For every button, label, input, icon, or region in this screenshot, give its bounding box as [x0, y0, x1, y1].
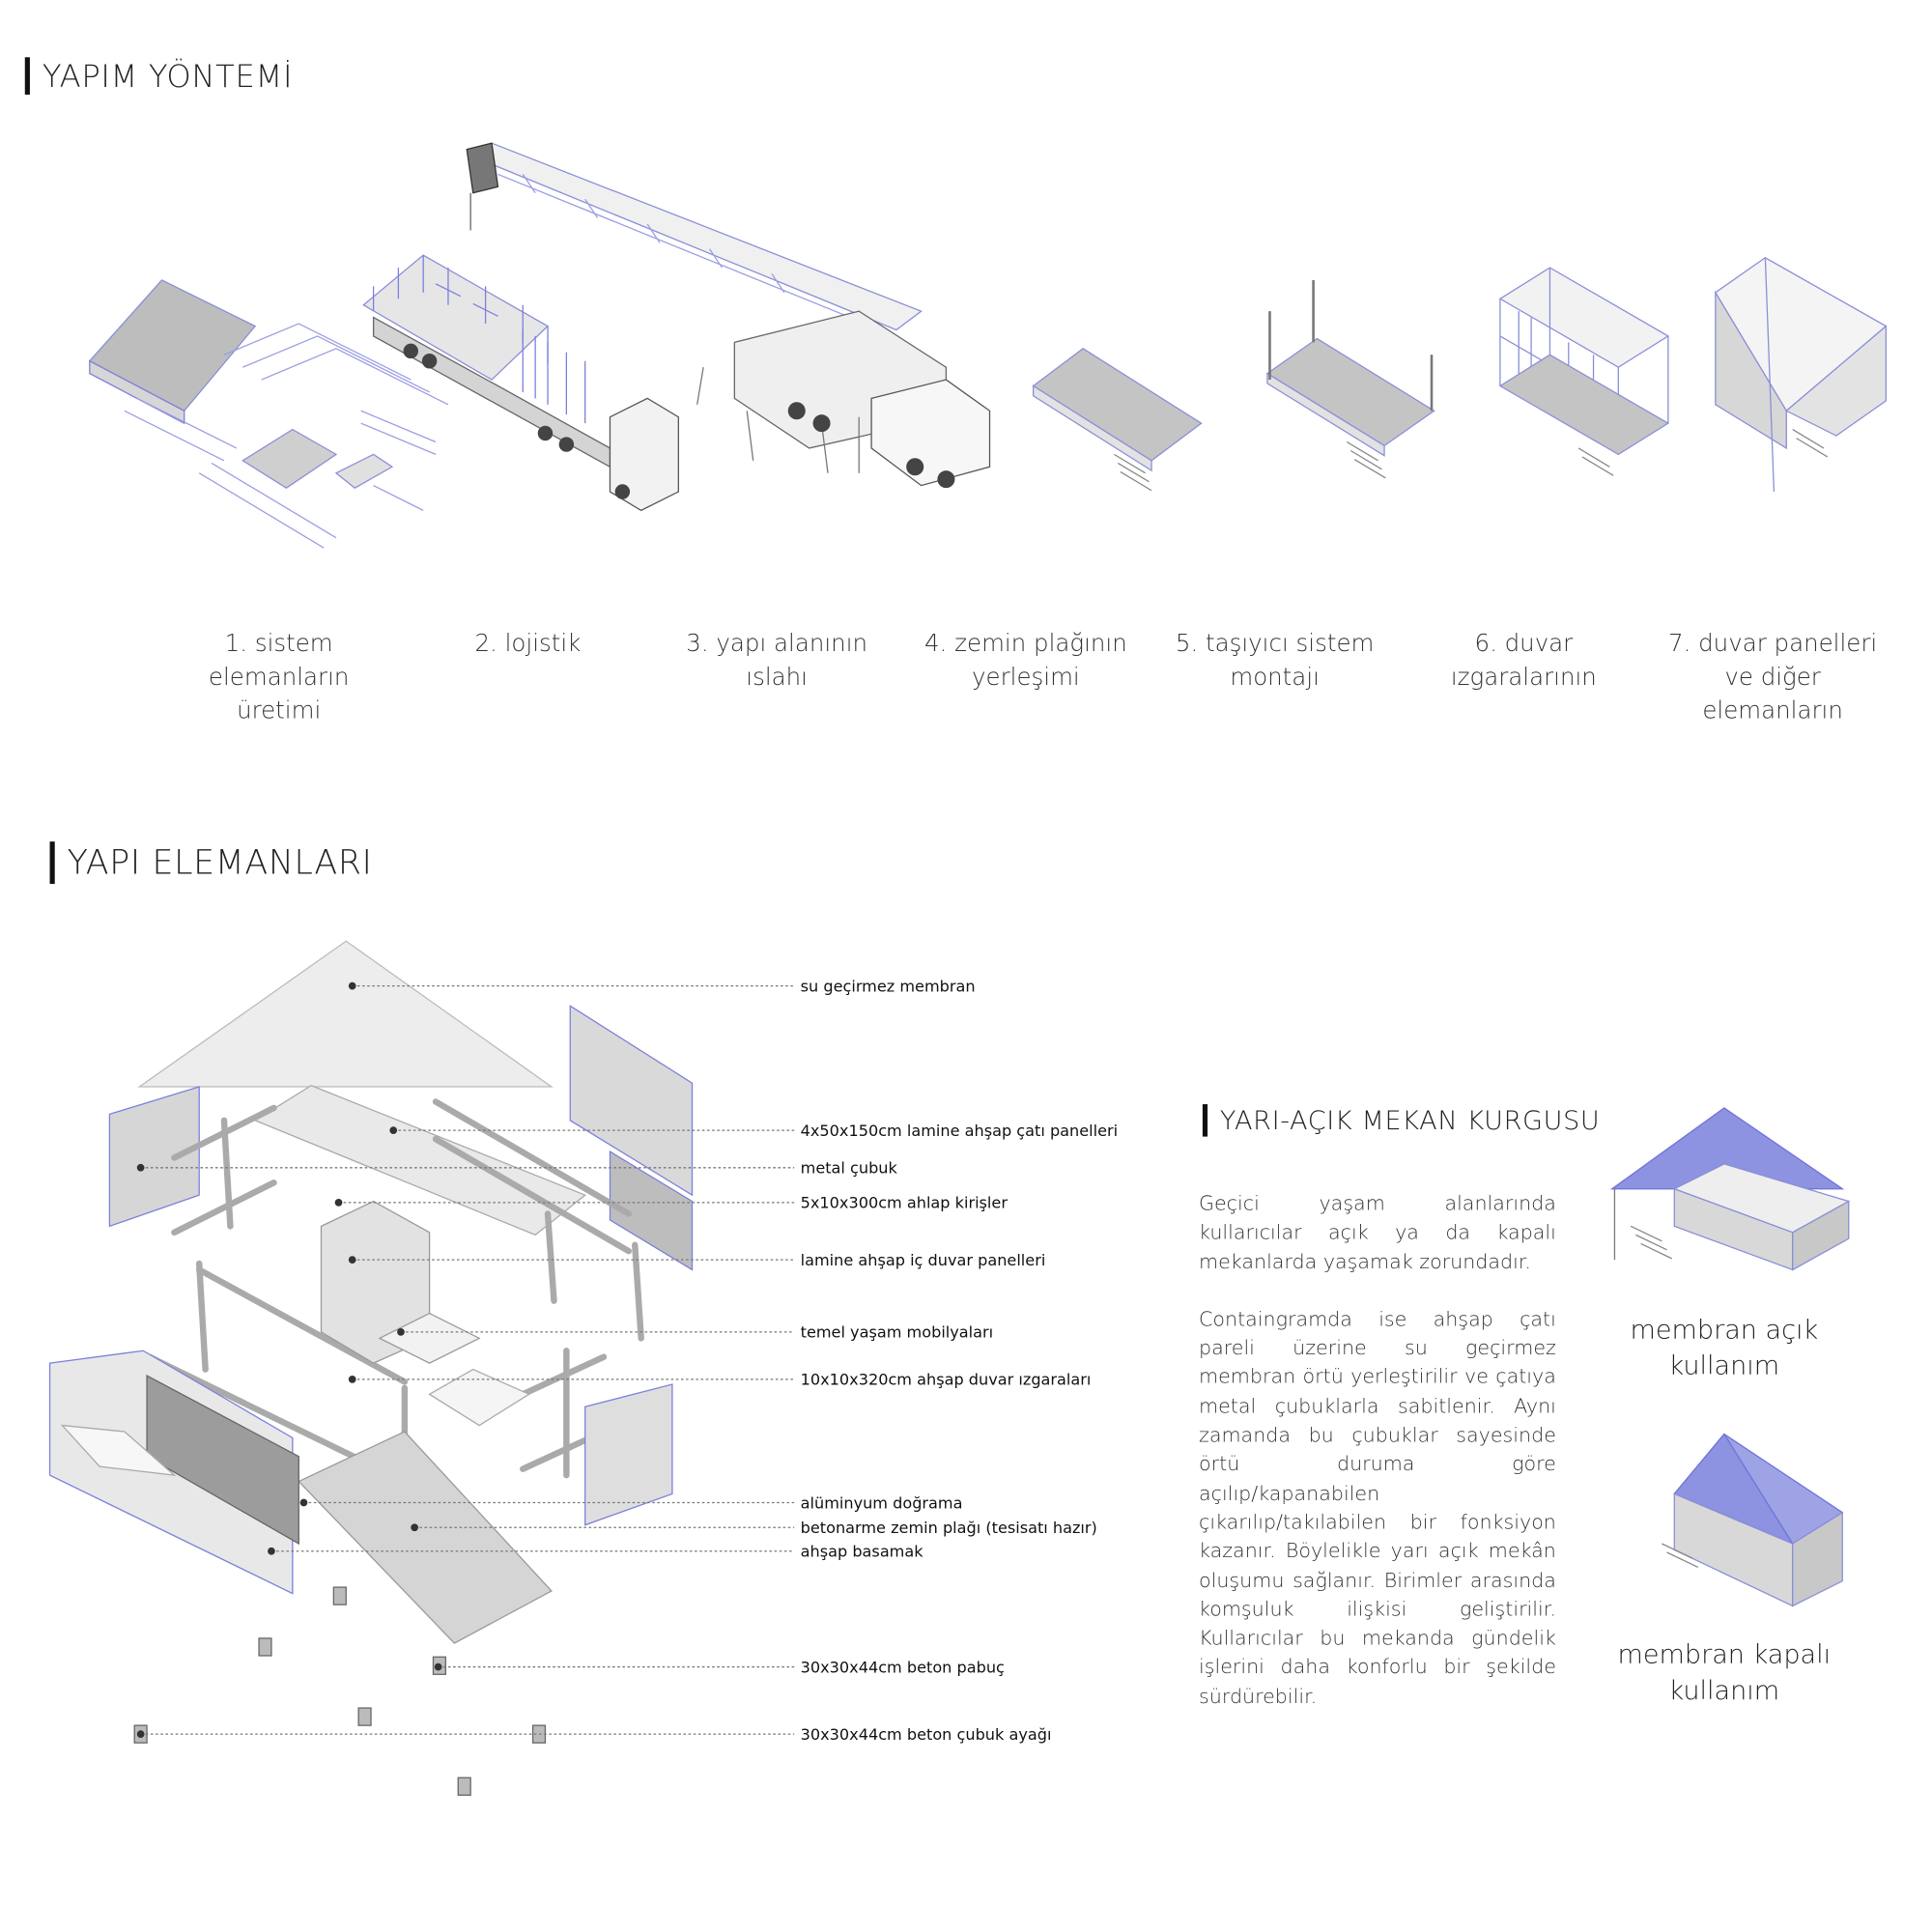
beams-shape [146, 1098, 644, 1497]
title-text: YAPIM YÖNTEMİ [42, 57, 294, 95]
label-floor-slab: betonarme zemin plağı (tesisatı hazır) [800, 1518, 1097, 1537]
description-text: Geçici yaşam alanlarında kullarıcılar aç… [1199, 1189, 1556, 1740]
step-7-label: 7. duvar panelleri ve diğer elemanların [1667, 630, 1878, 725]
step2-truck-illustration [362, 254, 679, 512]
label-wall-grids: 10x10x320cm ahşap duvar ızgaraları [800, 1370, 1092, 1389]
step4-floor-slab-illustration [1032, 348, 1203, 492]
membrane-shape [137, 940, 554, 1088]
roof-panel-shape [253, 1085, 586, 1236]
step3-crane-illustration [466, 142, 991, 489]
label-concrete-footing: 30x30x44cm beton pabuç [800, 1657, 1005, 1677]
step-3-label: 3. yapı alanının ıslahı [686, 630, 868, 692]
step-4-label: 4. zemin plağının yerleşimi [924, 630, 1127, 692]
membrane-closed-illustration [1662, 1433, 1844, 1607]
step6-wall-grid-illustration [1498, 267, 1670, 476]
section-title-method: YAPIM YÖNTEMİ [24, 57, 294, 95]
description-paragraph-2: Containgramda ise ahşap çatı pareli üzer… [1199, 1306, 1556, 1708]
membrane-open-illustration [1609, 1107, 1851, 1271]
section-title-elements: YAPI ELEMANLARI [49, 841, 373, 884]
title-text: YARI-AÇIK MEKAN KURGUSU [1219, 1105, 1601, 1136]
description-paragraph-1: Geçici yaşam alanlarında kullarıcılar aç… [1199, 1191, 1556, 1273]
step1-elements-illustration [88, 279, 449, 549]
title-bar [49, 841, 55, 884]
caption-membrane-closed: membran kapalı kullanım [1617, 1639, 1832, 1706]
label-aluminium-joinery: alüminyum doğrama [800, 1492, 963, 1513]
title-bar [1202, 1104, 1208, 1137]
caption-membrane-open: membran açık kullanım [1630, 1314, 1819, 1381]
label-interior-walls: lamine ahşap iç duvar panelleri [800, 1250, 1046, 1269]
construction-steps-illustration [88, 142, 1888, 549]
furniture-shape [378, 1312, 481, 1364]
title-bar [24, 57, 30, 95]
label-furniture: temel yaşam mobilyaları [800, 1322, 994, 1342]
label-beams: 5x10x300cm ahlap kirişler [800, 1193, 1008, 1212]
label-wooden-step: ahşap basamak [800, 1542, 923, 1561]
step-6-label: 6. duvar ızgaralarının [1450, 630, 1597, 692]
leader-lines [140, 985, 795, 1735]
step7-wall-panels-illustration [1714, 256, 1888, 493]
side-panel-left [108, 1086, 200, 1228]
step-5-label: 5. taşıyıcı sistem montajı [1175, 630, 1375, 692]
section-title-semi-open: YARI-AÇIK MEKAN KURGUSU [1202, 1104, 1601, 1137]
side-panel-right [569, 1005, 694, 1197]
label-metal-rod: metal çubuk [800, 1158, 897, 1178]
label-concrete-rod-foot: 30x30x44cm beton çubuk ayağı [800, 1724, 1052, 1744]
label-roof-panels: 4x50x150cm lamine ahşap çatı panelleri [800, 1121, 1119, 1140]
label-membrane: su geçirmez membran [800, 976, 976, 996]
step-1-label: 1. sistem elemanların üretimi [208, 630, 350, 725]
title-text: YAPI ELEMANLARI [67, 843, 373, 883]
step-2-label: 2. lojistik [474, 630, 582, 658]
step5-structure-illustration [1265, 279, 1435, 479]
floor-slab-shape [298, 1431, 553, 1644]
leader-dots [136, 981, 442, 1739]
